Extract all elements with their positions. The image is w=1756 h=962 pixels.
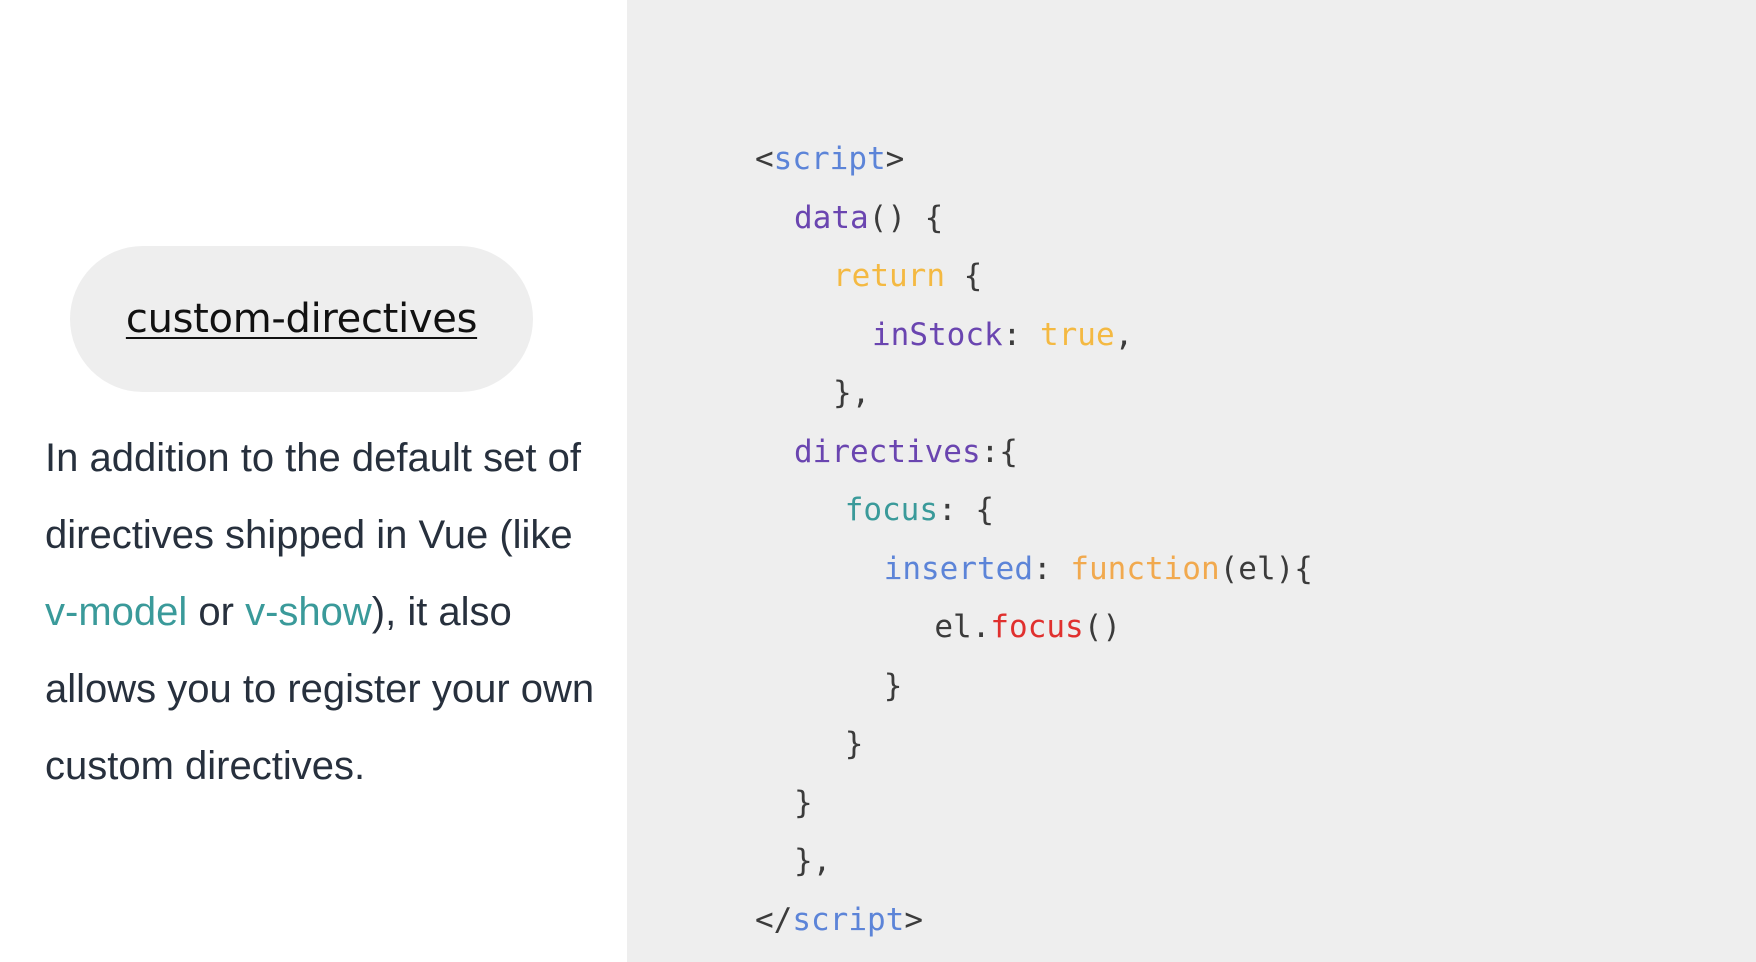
code-token: } [844, 726, 864, 762]
code-token: }, [833, 375, 871, 411]
code-line: directives:{ [755, 423, 1313, 482]
code-token: () { [868, 199, 944, 236]
code-token: script [792, 901, 905, 938]
code-token: focus [844, 492, 939, 528]
code-token: : [1033, 550, 1071, 587]
code-token: : [1002, 316, 1040, 353]
code-token: inStock [872, 316, 1003, 353]
code-token: function [1070, 550, 1220, 587]
code-line: </script> [755, 891, 1313, 950]
description-text-end: ), it also allows you to register your o… [45, 590, 595, 788]
code-token: }, [794, 843, 832, 879]
code-token: el. [934, 609, 991, 645]
description-text-start: In addition to the default set of direct… [45, 436, 581, 557]
code-token: (el){ [1219, 550, 1313, 587]
code-token: inserted [883, 550, 1033, 587]
code-line: }, [755, 364, 1313, 423]
code-line: } [755, 657, 1313, 716]
description-text-middle: or [187, 590, 246, 634]
left-panel: custom-directives In addition to the def… [0, 0, 627, 962]
code-token: return [833, 258, 945, 294]
code-token: : { [938, 492, 995, 528]
v-show-keyword: v-show [245, 590, 372, 634]
code-token: :{ [980, 433, 1018, 470]
code-panel: <script>data() {return {inStock: true,},… [627, 0, 1756, 962]
code-token: </ [755, 901, 793, 938]
code-token: < [755, 141, 774, 177]
code-line: <script> [755, 130, 1313, 189]
code-line: } [755, 715, 1313, 774]
code-token: > [885, 141, 905, 177]
code-token: data [794, 199, 869, 236]
v-model-keyword: v-model [45, 590, 188, 634]
code-token: > [904, 901, 923, 938]
code-line: el.focus() [755, 598, 1313, 657]
code-token: } [794, 784, 813, 821]
code-line: }, [755, 832, 1313, 891]
code-line: inserted: function(el){ [755, 540, 1313, 599]
code-line: return { [755, 247, 1313, 306]
code-token: directives [794, 433, 981, 470]
code-block: <script>data() {return {inStock: true,},… [755, 130, 1313, 949]
code-line: inStock: true, [755, 306, 1313, 365]
code-token: { [944, 258, 983, 294]
code-line: data() { [755, 189, 1313, 248]
topic-pill[interactable]: custom-directives [70, 246, 533, 392]
description-text: In addition to the default set of direct… [45, 420, 615, 805]
code-token: focus [990, 609, 1084, 645]
topic-link[interactable]: custom-directives [125, 296, 478, 342]
code-line: focus: { [755, 481, 1313, 540]
code-token: , [1114, 316, 1134, 353]
code-token: script [773, 141, 886, 177]
code-token: () [1083, 609, 1122, 645]
code-token: true [1039, 316, 1115, 353]
code-token: } [883, 667, 903, 704]
code-line: } [755, 774, 1313, 833]
